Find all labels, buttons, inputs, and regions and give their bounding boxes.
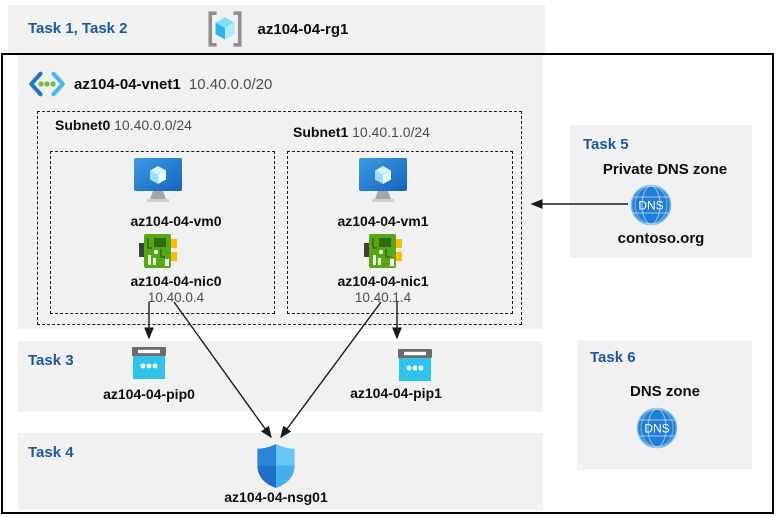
task6-box: Task 6 DNS zone DNS — [577, 340, 752, 470]
private-dns-icon-text: DNS — [638, 199, 663, 213]
task3-label: Task 3 — [28, 352, 74, 369]
dns-icon-text: DNS — [644, 422, 669, 436]
pip0-label: az104-04-pip0 — [103, 386, 195, 402]
private-dns-icon: DNS — [630, 184, 672, 226]
vnet-cidr: 10.40.0.0/20 — [188, 76, 273, 93]
pip0-icon — [132, 347, 166, 379]
nsg-shield-icon — [255, 444, 297, 488]
resource-group-icon — [206, 9, 244, 49]
resource-group-name: az104-04-rg1 — [257, 20, 349, 38]
task5-box: Task 5 Private DNS zone DNS contoso.org — [570, 125, 752, 258]
task-1-2-label: Task 1, Task 2 — [28, 19, 128, 37]
vm1-icon — [358, 158, 408, 203]
vm1-label: az104-04-vm1 — [337, 213, 429, 229]
nic0-icon — [139, 233, 177, 269]
nic0-label: az104-04-nic0 — [130, 273, 222, 289]
private-dns-zone-title: Private DNS zone — [602, 161, 728, 178]
vnet-title: az104-04-vnet1 10.40.0.0/20 — [74, 76, 272, 93]
subnet0-title: Subnet0 10.40.0.0/24 — [55, 117, 192, 133]
subnet1-name: Subnet1 — [293, 124, 349, 140]
private-dns-zone-name: contoso.org — [617, 230, 705, 247]
subnet0-name: Subnet0 — [55, 117, 111, 133]
vnet-name: az104-04-vnet1 — [74, 76, 181, 93]
task5-label: Task 5 — [583, 136, 629, 153]
task3-band: Task 3 az104-04-pip0 az104-04-pip1 — [18, 341, 543, 412]
subnets-dashed-container — [37, 111, 522, 325]
pip1-label: az104-04-pip1 — [350, 385, 442, 401]
resource-group-band: Task 1, Task 2 az104-04-rg1 — [8, 5, 545, 53]
task6-label: Task 6 — [590, 349, 636, 366]
nic1-ip: 10.40.1.4 — [354, 290, 412, 305]
subnet1-cidr: 10.40.1.0/24 — [352, 124, 430, 140]
nic1-label: az104-04-nic1 — [337, 273, 429, 289]
subnet0-dashed-box — [50, 151, 275, 314]
diagram-outer-frame — [1, 53, 774, 514]
task4-band: Task 4 az104-04-nsg01 — [18, 433, 543, 510]
nic1-icon — [364, 233, 402, 269]
subnet1-title: Subnet1 10.40.1.0/24 — [293, 124, 430, 140]
dns-zone-title: DNS zone — [629, 383, 701, 400]
vnet-icon — [28, 71, 66, 97]
nsg-label: az104-04-nsg01 — [224, 489, 328, 505]
pip1-icon — [398, 349, 432, 381]
subnet0-cidr: 10.40.0.0/24 — [114, 117, 192, 133]
vm0-icon — [133, 158, 183, 203]
task4-label: Task 4 — [28, 444, 74, 461]
subnet1-dashed-box — [287, 151, 513, 314]
nic0-ip: 10.40.0.4 — [147, 290, 205, 305]
vm0-label: az104-04-vm0 — [130, 213, 222, 229]
vnet-panel: az104-04-vnet1 10.40.0.0/20 Subnet0 10.4… — [18, 55, 543, 329]
dns-icon: DNS — [636, 407, 678, 449]
